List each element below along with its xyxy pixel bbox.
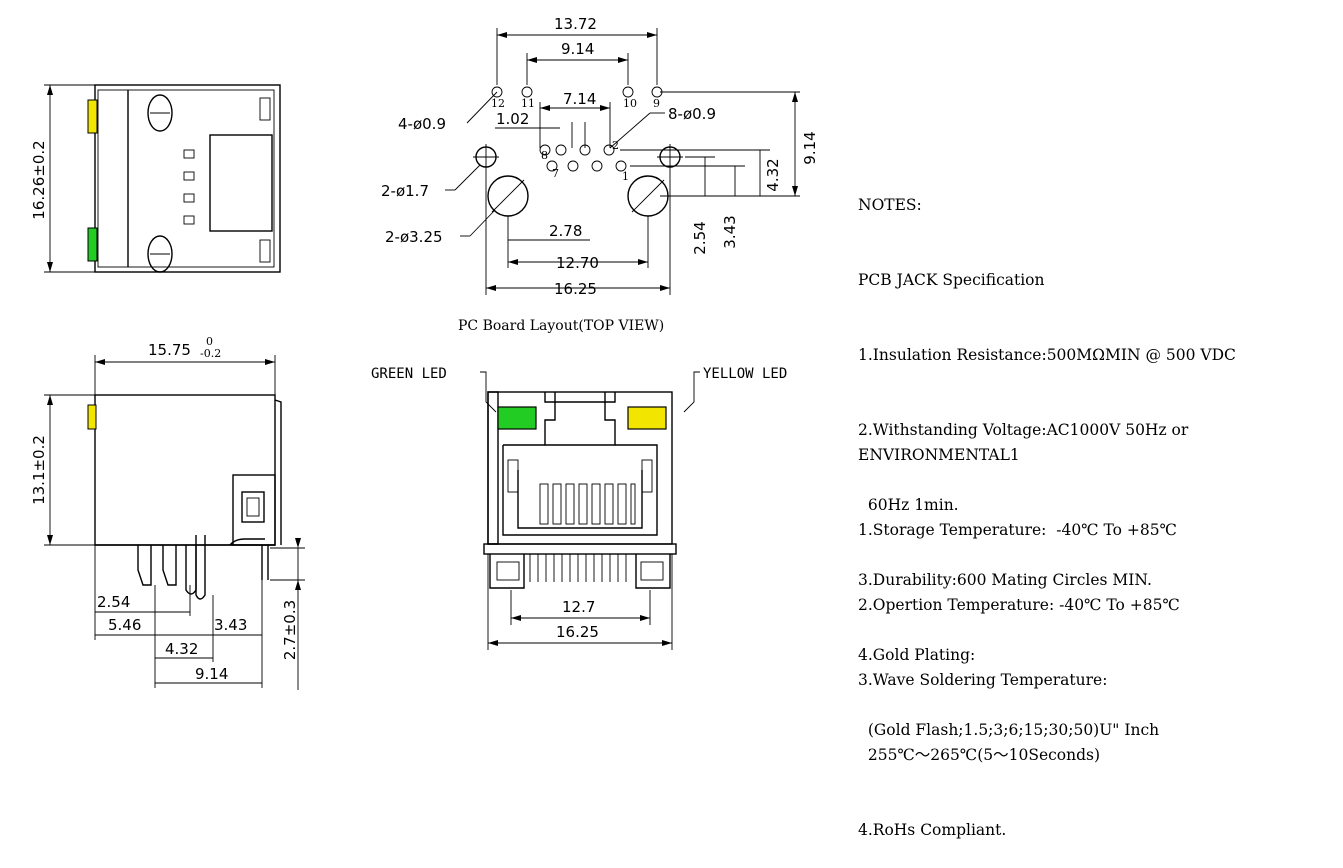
dim-b-432: 4.32 bbox=[165, 640, 198, 658]
dim-v-914: 9.14 bbox=[801, 131, 819, 164]
pin-label-1: 1 bbox=[622, 170, 629, 183]
pcb-layout: 13.72 9.14 12 11 10 9 4-ø0.9 7.14 1.02 8… bbox=[381, 15, 819, 334]
dim-top-inner-width: 9.14 bbox=[561, 40, 594, 58]
note-item-1: 1.Insulation Resistance:500MΩMIN @ 500 V… bbox=[858, 346, 1236, 364]
dim-hole-peg: 2-ø3.25 bbox=[385, 228, 443, 246]
env-item-3: 3.Wave Soldering Temperature: bbox=[858, 671, 1108, 689]
contacts bbox=[539, 483, 636, 525]
pin-label-10: 10 bbox=[623, 97, 637, 110]
dim-front-1625: 16.25 bbox=[556, 623, 599, 641]
pin-label-12: 12 bbox=[491, 97, 505, 110]
technical-drawing: 16.26±0.2 15.75 0 -0.2 13.1±0.2 bbox=[30, 15, 819, 690]
dim-hole-small: 4-ø0.9 bbox=[398, 115, 446, 133]
dim-front-127: 12.7 bbox=[562, 598, 595, 616]
front-yellow-led bbox=[627, 406, 667, 430]
env-title: ENVIRONMENTAL1 bbox=[858, 446, 1020, 464]
dim-b-914: 9.14 bbox=[195, 665, 228, 683]
front-green-led bbox=[497, 406, 537, 430]
lower-yellow-led bbox=[87, 404, 97, 430]
dim-hole-pins: 8-ø0.9 bbox=[668, 105, 716, 123]
dim-board-width: 16.25 bbox=[554, 280, 597, 298]
dim-pitch: 1.02 bbox=[496, 110, 529, 128]
yellow-led-label: YELLOW LED bbox=[703, 366, 787, 382]
dim-v-343: 3.43 bbox=[721, 215, 739, 248]
pin-label-9: 9 bbox=[653, 97, 660, 110]
pcb-layout-caption: PC Board Layout(TOP VIEW) bbox=[458, 318, 664, 334]
dim-bottom-tol-lower: -0.2 bbox=[200, 347, 221, 360]
dim-pin-span: 7.14 bbox=[563, 90, 596, 108]
pin-label-2: 2 bbox=[612, 139, 619, 152]
dim-hole-led: 2-ø1.7 bbox=[381, 182, 429, 200]
env-item-4: 4.RoHs Compliant. bbox=[858, 821, 1007, 839]
env-item-3b: 255℃～265℃(5～10Seconds) bbox=[858, 746, 1101, 764]
dim-pin-length: 2.7±0.3 bbox=[281, 600, 299, 660]
dim-bottom-width: 15.75 bbox=[148, 341, 191, 359]
dim-v-254: 2.54 bbox=[691, 221, 709, 254]
dim-top-width: 13.72 bbox=[554, 15, 597, 33]
notes-title: NOTES: bbox=[858, 196, 922, 214]
bottom-fins bbox=[529, 554, 627, 582]
dim-b-343: 3.43 bbox=[214, 616, 247, 634]
dim-b-254: 2.54 bbox=[97, 593, 130, 611]
note-item-2b: 60Hz 1min. bbox=[858, 496, 959, 514]
dim-peg-offset: 2.78 bbox=[549, 222, 582, 240]
side-view-lower: 15.75 0 -0.2 13.1±0.2 2.7±0.3 2.54 5.46 … bbox=[30, 335, 305, 690]
pin-label-11: 11 bbox=[521, 97, 535, 110]
green-led-label: GREEN LED bbox=[371, 366, 447, 382]
dim-peg-spacing: 12.70 bbox=[556, 254, 599, 272]
side-view: 16.26±0.2 bbox=[30, 84, 281, 273]
note-item-3: 3.Durability:600 Mating Circles MIN. bbox=[858, 571, 1152, 589]
env-item-2: 2.Opertion Temperature: -40℃ To +85℃ bbox=[858, 596, 1180, 614]
environmental-block: ENVIRONMENTAL1 1.Storage Temperature: -4… bbox=[858, 393, 1180, 868]
side-yellow-led bbox=[87, 99, 98, 134]
dim-bottom-tol-upper: 0 bbox=[206, 335, 213, 348]
dim-front-height: 13.1±0.2 bbox=[30, 435, 48, 505]
side-green-led bbox=[87, 227, 98, 262]
notes-subtitle: PCB JACK Specification bbox=[858, 271, 1045, 289]
dim-side-height: 16.26±0.2 bbox=[30, 140, 48, 219]
dim-v-432: 4.32 bbox=[764, 158, 782, 191]
front-view: GREEN LED YELLOW LED bbox=[371, 366, 787, 650]
pin-label-7: 7 bbox=[552, 167, 559, 180]
note-item-2: 2.Withstanding Voltage:AC1000V 50Hz or bbox=[858, 421, 1189, 439]
env-item-1: 1.Storage Temperature: -40℃ To +85℃ bbox=[858, 521, 1177, 539]
pin-label-8: 8 bbox=[541, 149, 548, 162]
note-item-4: 4.Gold Plating: bbox=[858, 646, 976, 664]
dim-b-546: 5.46 bbox=[108, 616, 141, 634]
